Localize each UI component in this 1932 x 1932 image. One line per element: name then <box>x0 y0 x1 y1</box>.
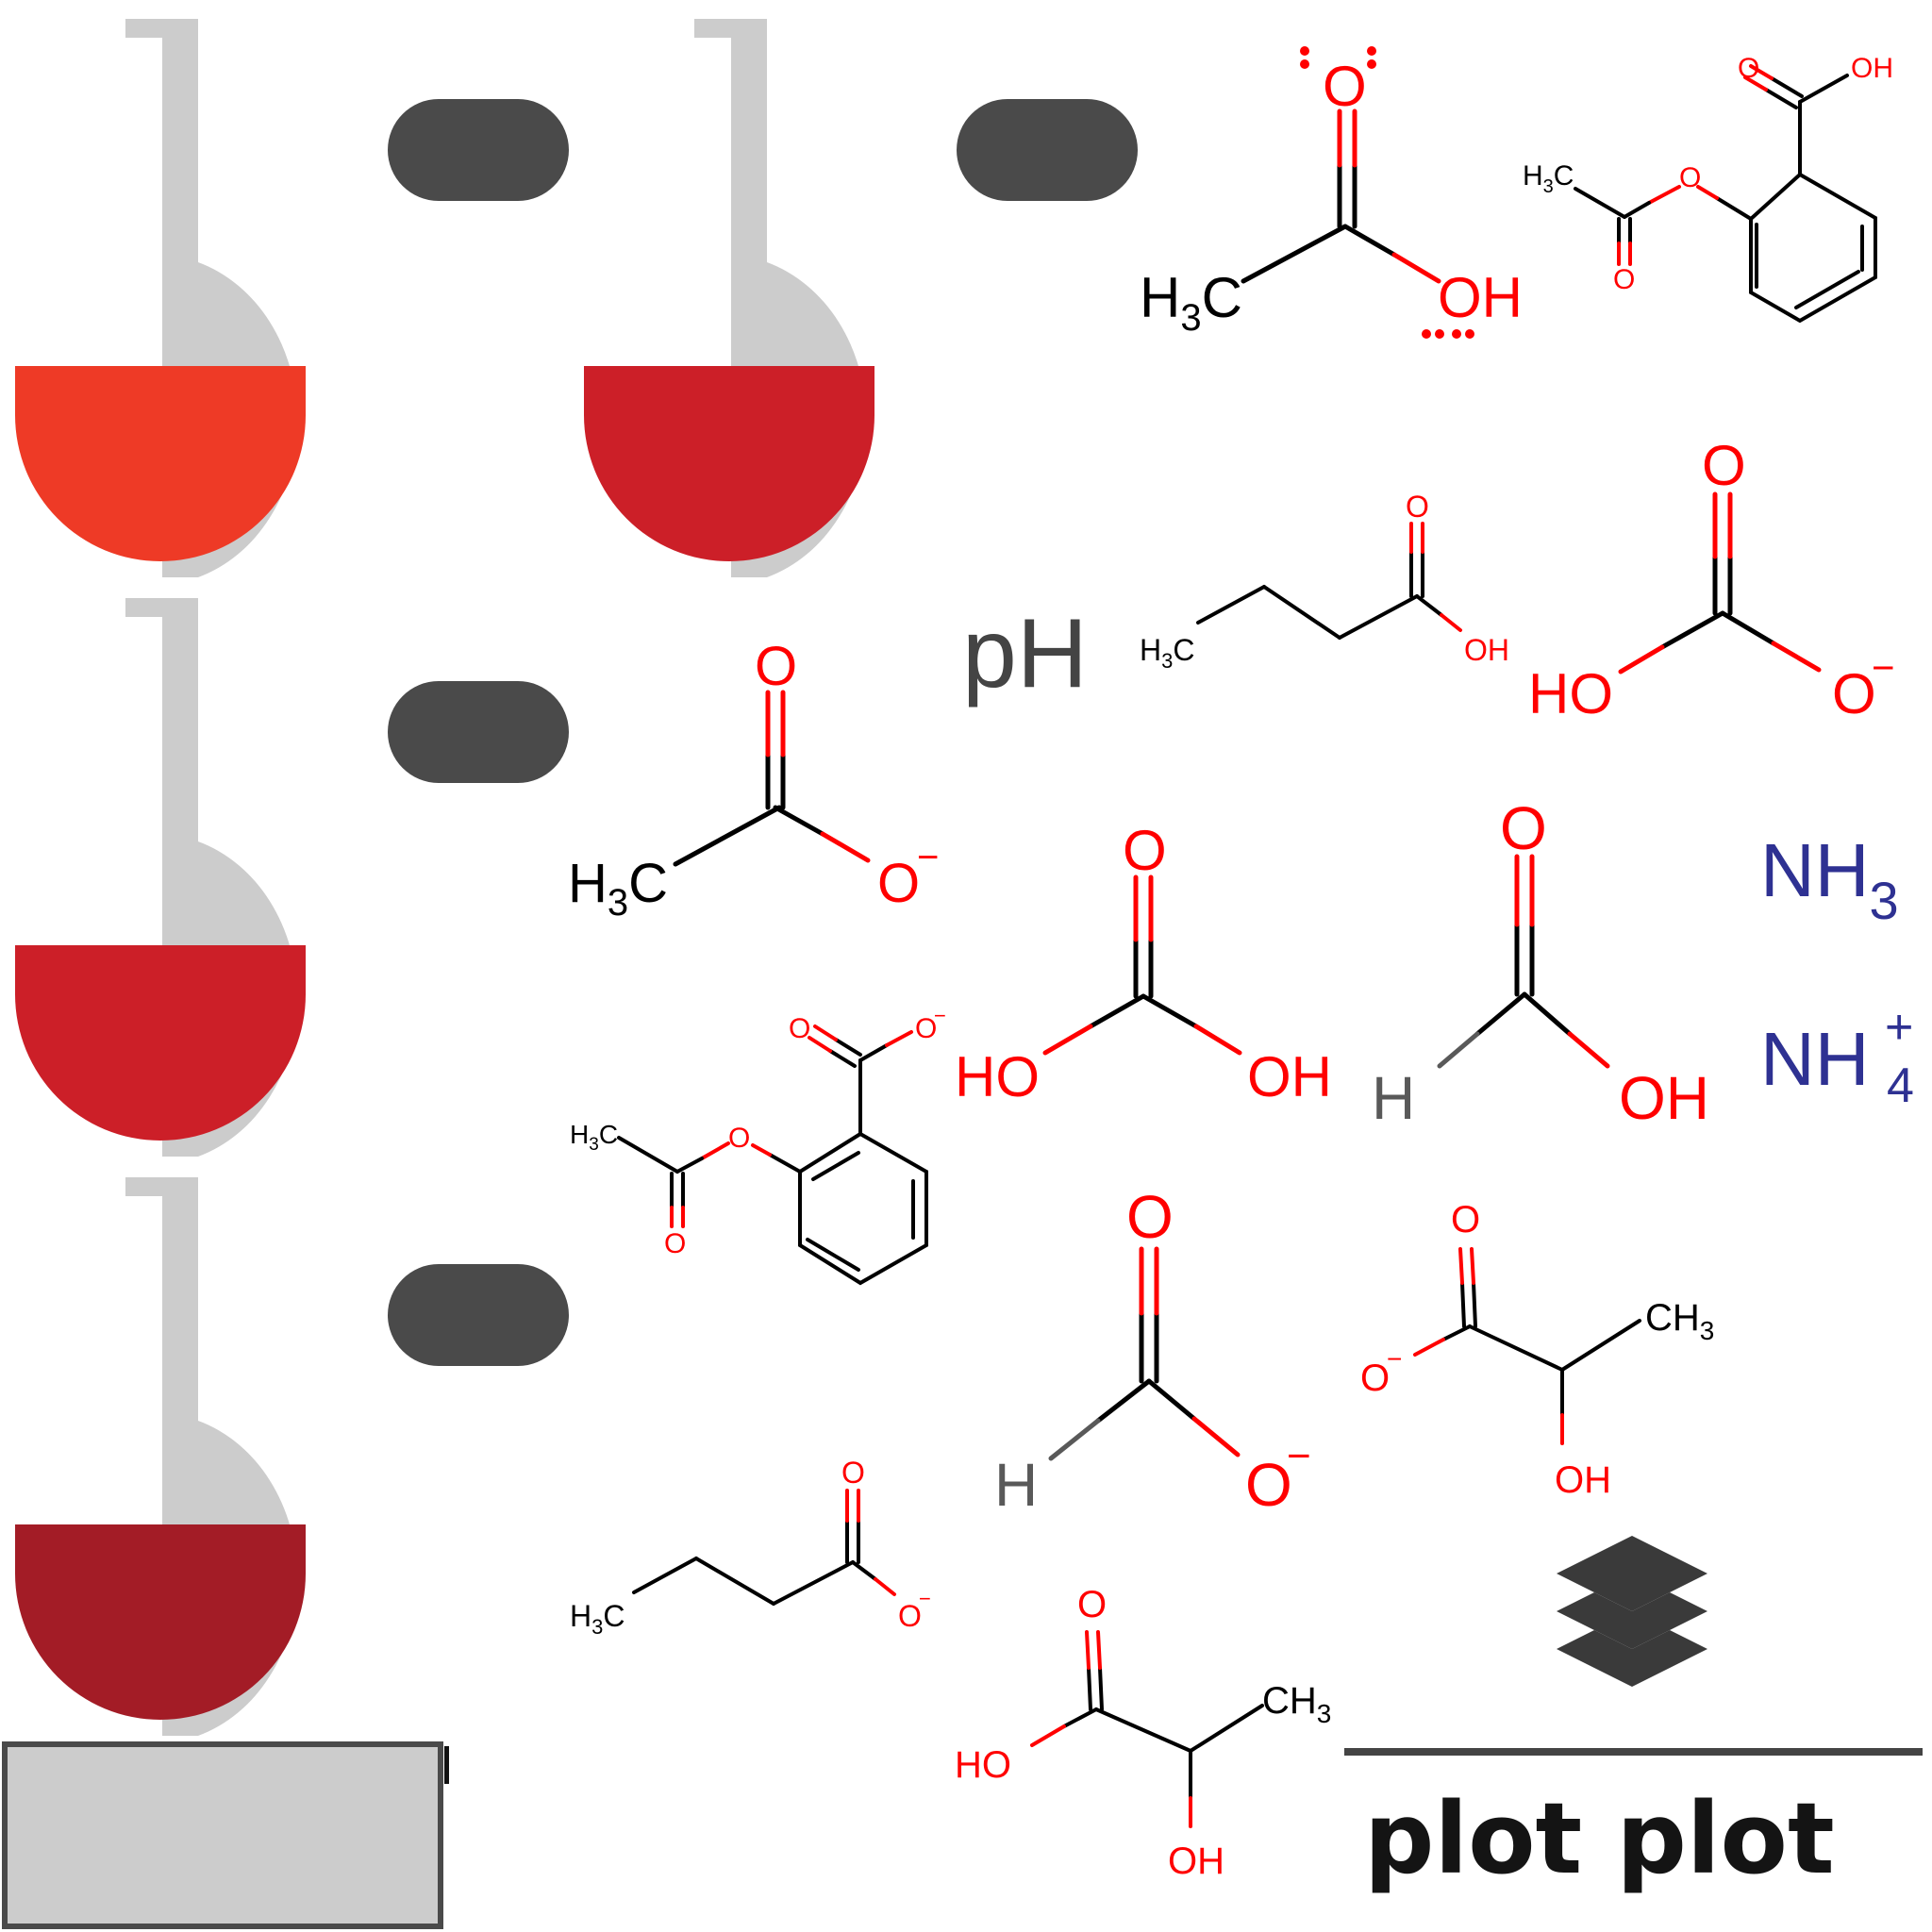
molecule-carbonic-acid: O HO OH <box>955 819 1332 1108</box>
svg-text:HO: HO <box>955 1045 1040 1108</box>
acetic-acid-o: O <box>1323 55 1367 118</box>
molecule-formate: O H O − <box>994 1183 1311 1519</box>
svg-text:O: O <box>1679 162 1701 193</box>
svg-text:H3C: H3C <box>570 1599 625 1639</box>
svg-text:−: − <box>1387 1344 1402 1374</box>
svg-text:HO: HO <box>1528 662 1613 725</box>
flask-stand <box>2 1741 443 1929</box>
svg-text:O: O <box>1126 1183 1174 1251</box>
stand-tick <box>444 1746 449 1784</box>
svg-text:H3C: H3C <box>1523 160 1574 197</box>
svg-text:O: O <box>915 1013 937 1044</box>
svg-text:−: − <box>919 1587 931 1610</box>
svg-text:O: O <box>1360 1357 1390 1399</box>
pill-3 <box>388 681 569 783</box>
svg-text:O: O <box>877 853 920 914</box>
svg-text:O: O <box>1406 490 1429 524</box>
molecule-acetic-acid: O OH H3C <box>1140 46 1523 339</box>
svg-text:H3C: H3C <box>1140 633 1194 673</box>
footer-title: plot plot <box>1364 1781 1835 1896</box>
flask-2-liquid <box>584 366 874 561</box>
svg-text:OH: OH <box>1851 53 1893 84</box>
svg-text:4: 4 <box>1887 1058 1914 1113</box>
svg-text:−: − <box>934 1004 946 1027</box>
molecule-lactic-acid: O HO OH CH3 <box>955 1584 1331 1882</box>
pill-2 <box>957 99 1138 201</box>
svg-text:O: O <box>1245 1451 1292 1519</box>
svg-text:CH3: CH3 <box>1645 1297 1714 1345</box>
svg-text:NH: NH <box>1760 1017 1870 1101</box>
svg-text:OH: OH <box>1555 1459 1611 1501</box>
svg-text:H3C: H3C <box>568 853 668 924</box>
svg-text:O: O <box>1451 1199 1480 1241</box>
svg-text:−: − <box>1287 1433 1311 1479</box>
svg-text:O: O <box>1613 264 1635 295</box>
svg-text:OH: OH <box>1168 1840 1224 1882</box>
pill-1 <box>388 99 569 201</box>
svg-text:−: − <box>917 837 939 878</box>
acetic-acid-oh: OH <box>1438 266 1523 329</box>
svg-text:−: − <box>1872 645 1895 690</box>
svg-text:OH: OH <box>1247 1045 1332 1108</box>
molecule-acetate: O O − H3C <box>568 636 939 924</box>
flask-3 <box>15 598 306 1157</box>
svg-text:O: O <box>841 1456 865 1490</box>
svg-text:H: H <box>994 1451 1038 1519</box>
svg-text:H: H <box>1372 1064 1415 1132</box>
molecule-acetylsalicylate: O O − O O H3C <box>570 1004 946 1286</box>
ph-label: pH <box>962 599 1088 708</box>
flask-4 <box>15 1177 306 1736</box>
svg-text:OH: OH <box>1619 1064 1709 1132</box>
molecule-bicarbonate: O HO O − <box>1528 434 1895 725</box>
flask-1-liquid <box>15 366 306 561</box>
svg-text:O: O <box>1702 434 1746 497</box>
flask-2 <box>584 19 874 577</box>
svg-text:NH3: NH3 <box>1760 828 1899 930</box>
svg-text:O: O <box>789 1013 810 1044</box>
svg-text:O: O <box>1077 1584 1107 1625</box>
svg-text:O: O <box>1123 819 1167 882</box>
molecule-ammonium: NH + 4 <box>1760 1000 1914 1113</box>
flask-3-liquid <box>15 945 306 1141</box>
molecule-butyrate: O O − H3C <box>570 1456 931 1639</box>
layers-icon <box>1557 1536 1707 1687</box>
svg-text:H3C: H3C <box>570 1120 618 1155</box>
svg-text:O: O <box>1738 53 1759 84</box>
pill-4 <box>388 1264 569 1366</box>
flask-4-liquid <box>15 1524 306 1720</box>
acetic-acid-h3c: H3C <box>1140 266 1242 339</box>
molecule-formic-acid: O H OH <box>1372 794 1709 1132</box>
svg-text:O: O <box>664 1228 686 1259</box>
svg-text:+: + <box>1885 1000 1913 1055</box>
svg-text:CH3: CH3 <box>1262 1680 1331 1728</box>
flask-1 <box>15 19 306 577</box>
svg-text:OH: OH <box>1464 633 1509 667</box>
svg-text:O: O <box>1832 662 1876 725</box>
molecule-ammonia: NH3 <box>1760 828 1899 930</box>
svg-text:O: O <box>898 1599 922 1633</box>
molecule-lactate: O O − OH CH3 <box>1360 1199 1714 1501</box>
svg-text:O: O <box>1500 794 1547 862</box>
molecule-butyric-acid: O OH H3C <box>1140 490 1509 673</box>
molecule-aspirin: O OH O O H3C <box>1523 53 1893 324</box>
svg-text:O: O <box>755 636 797 697</box>
svg-text:O: O <box>728 1123 750 1154</box>
svg-text:HO: HO <box>955 1744 1011 1786</box>
